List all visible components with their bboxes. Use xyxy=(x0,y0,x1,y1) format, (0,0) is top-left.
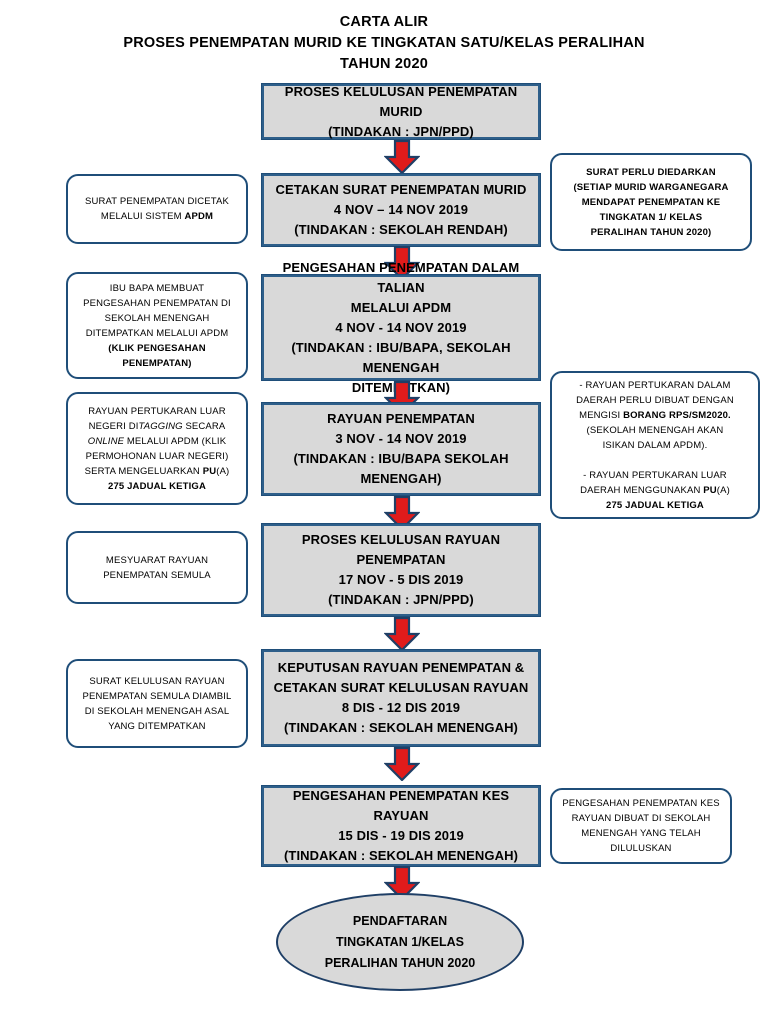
arrow-down-icon xyxy=(384,246,420,280)
arrow-down-icon xyxy=(384,747,420,781)
process-box-keputusan-rayuan-penempatan[interactable]: KEPUTUSAN RAYUAN PENEMPATAN &CETAKAN SUR… xyxy=(261,649,541,747)
process-text: PROSES KELULUSAN PENEMPATAN MURID(TINDAK… xyxy=(284,83,518,139)
arrow-down-icon xyxy=(384,496,420,530)
note-text: SURAT PERLU DIEDARKAN(SETIAP MURID WARGA… xyxy=(573,166,729,238)
title-line-1: CARTA ALIR xyxy=(339,14,429,30)
title-line-2: PROSES PENEMPATAN MURID KE TINGKATAN SAT… xyxy=(123,35,645,51)
arrow-down-icon xyxy=(384,617,420,651)
arrow-down-icon xyxy=(384,140,420,174)
title-line-3: TAHUN 2020 xyxy=(340,56,428,72)
arrow-down-icon xyxy=(384,866,420,900)
page-title: CARTA ALIR PROSES PENEMPATAN MURID KE TI… xyxy=(0,12,768,75)
process-text: KEPUTUSAN RAYUAN PENEMPATAN &CETAKAN SUR… xyxy=(273,660,529,735)
note-surat-perlu-diedarkan[interactable]: SURAT PERLU DIEDARKAN(SETIAP MURID WARGA… xyxy=(550,153,752,251)
process-box-proses-kelulusan-penempatan-murid[interactable]: PROSES KELULUSAN PENEMPATAN MURID(TINDAK… xyxy=(261,83,541,140)
